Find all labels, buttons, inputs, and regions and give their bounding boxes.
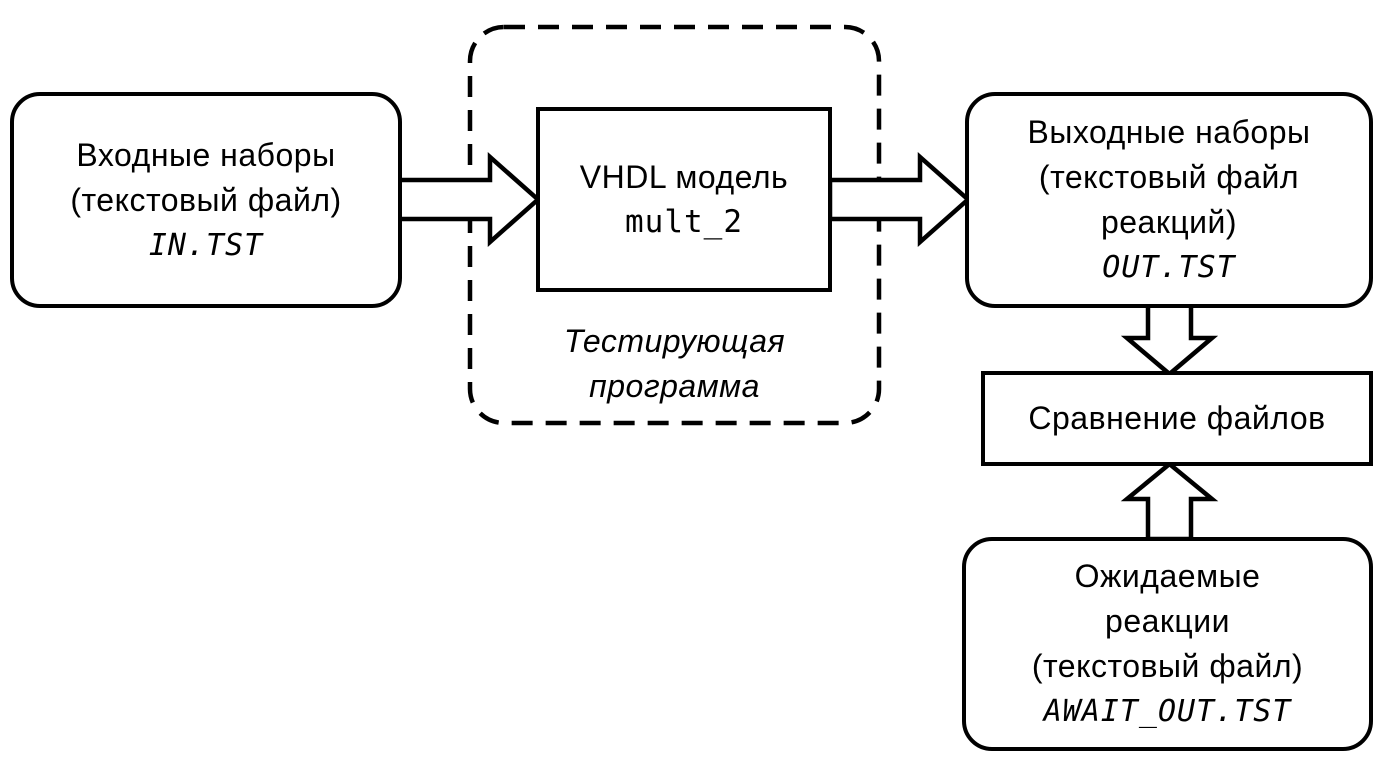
expected-reactions-line1: Ожидаемые	[1074, 558, 1261, 594]
input-sets-line1: Входные наборы	[76, 136, 336, 173]
output-sets-node: Выходные наборы (текстовый файл реакций)…	[965, 92, 1373, 308]
arrow-output-to-compare-icon	[1120, 301, 1219, 377]
file-compare-label: Сравнение файлов	[1028, 400, 1326, 436]
input-sets-node: Входные наборы (текстовый файл) IN.TST	[10, 92, 402, 308]
expected-reactions-line3: (текстовый файл)	[1031, 648, 1304, 684]
expected-file-name: AWAIT_OUT.TST	[1043, 694, 1292, 729]
arrow-input-to-model-icon	[396, 152, 542, 247]
file-compare-node: Сравнение файлов	[981, 371, 1373, 466]
testing-program-container-outline	[467, 24, 882, 426]
output-sets-line1: Выходные наборы	[1027, 114, 1311, 150]
testing-program-label-line1: Тестирующая	[563, 323, 786, 359]
arrow-expected-to-compare-icon	[1120, 461, 1219, 542]
vhdl-model-line1: VHDL модель	[579, 158, 789, 195]
output-file-name: OUT.TST	[1102, 250, 1236, 285]
arrow-model-to-output-icon	[827, 152, 972, 247]
input-file-name: IN.TST	[148, 227, 264, 263]
output-sets-line3: реакций)	[1100, 204, 1238, 240]
vhdl-model-node: VHDL модель mult_2	[536, 107, 832, 292]
input-sets-line2: (текстовый файл)	[70, 181, 342, 218]
expected-reactions-line2: реакции	[1105, 603, 1230, 639]
expected-reactions-node: Ожидаемые реакции (текстовый файл) AWAIT…	[962, 537, 1373, 751]
testing-program-label-line2: программа	[589, 368, 760, 404]
testing-program-label: Тестирующая программа	[470, 319, 879, 409]
output-sets-line2: (текстовый файл	[1038, 159, 1300, 195]
vhdl-model-name: mult_2	[625, 203, 743, 240]
